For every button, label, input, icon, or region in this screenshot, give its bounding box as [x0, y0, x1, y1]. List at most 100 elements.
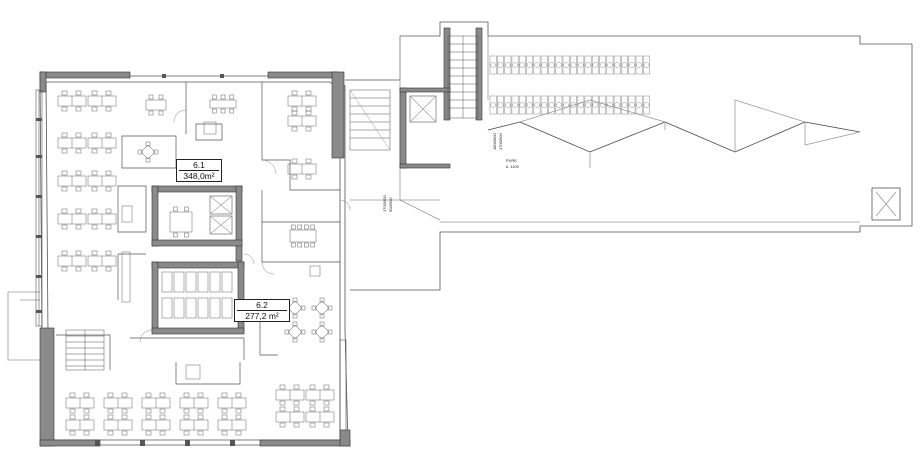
- chair: [107, 414, 114, 420]
- chair: [75, 224, 82, 230]
- solar-panel-cell: [534, 102, 540, 108]
- solar-panel-cell: [643, 62, 650, 68]
- solar-panel: [526, 95, 534, 115]
- cafe-table-group: [284, 321, 306, 343]
- solar-panel-cell: [599, 62, 606, 68]
- chair: [69, 392, 76, 398]
- solar-panel-cell: [548, 102, 555, 108]
- chair: [291, 158, 298, 164]
- chair: [184, 232, 189, 238]
- chair: [293, 406, 300, 412]
- table: [289, 229, 317, 243]
- chair: [229, 94, 234, 100]
- wc-core-wall: [151, 261, 245, 269]
- workstation-cluster: [87, 90, 117, 112]
- table: [145, 99, 167, 111]
- cabinet: [185, 364, 201, 380]
- chair: [105, 148, 112, 154]
- chair: [221, 408, 228, 414]
- chair: [292, 297, 298, 303]
- chair: [61, 90, 68, 96]
- solar-panel: [606, 95, 614, 115]
- solar-panel-cell: [585, 62, 591, 68]
- solar-panel-cell: [563, 62, 570, 68]
- solar-panel: [540, 95, 548, 115]
- solar-panel: [489, 95, 497, 115]
- chair: [61, 266, 68, 272]
- chair: [148, 94, 154, 100]
- solar-panel-cell: [570, 62, 577, 68]
- chair: [75, 208, 82, 214]
- solar-panel-cell: [526, 62, 533, 68]
- chair: [91, 148, 98, 154]
- solar-panel-cell: [541, 102, 548, 108]
- chair: [153, 149, 159, 155]
- chair: [221, 392, 228, 398]
- wc-cubicle: [209, 297, 221, 319]
- chair: [158, 110, 164, 116]
- chair: [305, 158, 312, 164]
- chair: [309, 422, 316, 428]
- solar-panel-cell: [629, 102, 635, 108]
- chair: [69, 430, 76, 436]
- chair: [105, 170, 112, 176]
- chair: [145, 141, 151, 147]
- chair: [291, 126, 298, 132]
- chair: [105, 132, 112, 138]
- solar-panel: [518, 55, 526, 75]
- solar-panel: [628, 95, 636, 115]
- wc-cubicle: [161, 271, 173, 293]
- chair: [75, 106, 82, 112]
- chair: [75, 148, 82, 154]
- chair: [291, 110, 298, 116]
- workstation-cluster: [287, 158, 317, 180]
- chair: [212, 108, 217, 114]
- chair: [148, 110, 154, 116]
- meeting-table: [169, 206, 193, 238]
- chair: [83, 414, 90, 420]
- workstation-cluster: [141, 392, 171, 414]
- meeting-table: [289, 224, 317, 248]
- chair: [293, 400, 300, 406]
- stair-central: [349, 89, 391, 151]
- workstation-cluster: [65, 414, 95, 436]
- dim-a: 1800/900: [492, 133, 497, 150]
- workstation-cluster: [217, 414, 247, 436]
- chair: [291, 106, 298, 112]
- chair: [61, 132, 68, 138]
- cafe-table: [314, 324, 330, 340]
- chair: [235, 414, 242, 420]
- chair: [91, 90, 98, 96]
- chair: [323, 422, 330, 428]
- chair: [137, 149, 143, 155]
- chair: [105, 106, 112, 112]
- room-number-6-2: 6.2: [256, 300, 268, 310]
- solar-panel-cell: [592, 102, 599, 108]
- workstation-cluster: [179, 414, 209, 436]
- solar-panel-cell: [504, 62, 511, 68]
- chair: [220, 108, 226, 114]
- solar-panel: [599, 55, 607, 75]
- door-swings: [139, 109, 351, 343]
- solar-panel-cell: [585, 102, 591, 108]
- chair: [145, 392, 152, 398]
- chair: [75, 90, 82, 96]
- chair: [121, 408, 128, 414]
- chair: [105, 250, 112, 256]
- workstation-cluster: [87, 132, 117, 154]
- solar-panel: [555, 95, 563, 115]
- solar-panel-cell: [556, 102, 562, 108]
- chair: [197, 392, 204, 398]
- furniture-layout: [57, 90, 335, 436]
- chair: [61, 208, 68, 214]
- solar-panel: [613, 95, 621, 115]
- chair: [183, 408, 190, 414]
- chair: [61, 170, 68, 176]
- workstation-cluster: [287, 110, 317, 132]
- solar-panel-cell: [643, 102, 650, 108]
- chair: [279, 400, 286, 406]
- chair: [107, 392, 114, 398]
- solar-panel: [621, 55, 628, 75]
- chair: [319, 313, 325, 319]
- chair: [91, 170, 98, 176]
